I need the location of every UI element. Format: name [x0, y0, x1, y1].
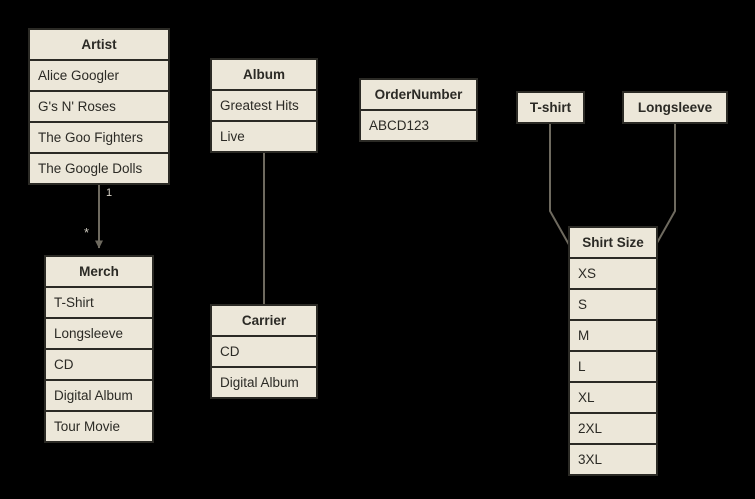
- entity-merch-row[interactable]: Digital Album: [46, 381, 152, 410]
- entity-merch-row[interactable]: Longsleeve: [46, 319, 152, 348]
- entity-carrier[interactable]: Carrier CD Digital Album: [210, 304, 318, 399]
- entity-artist-row[interactable]: The Goo Fighters: [30, 123, 168, 152]
- entity-tshirt[interactable]: T-shirt: [516, 91, 585, 124]
- entity-artist-row[interactable]: G's N' Roses: [30, 92, 168, 121]
- entity-artist-title: Artist: [30, 30, 168, 59]
- entity-artist-row[interactable]: The Google Dolls: [30, 154, 168, 183]
- entity-longsleeve-title: Longsleeve: [624, 93, 726, 122]
- entity-shirt-size-row[interactable]: M: [570, 321, 656, 350]
- entity-shirt-size-row[interactable]: L: [570, 352, 656, 381]
- entity-merch-row[interactable]: T-Shirt: [46, 288, 152, 317]
- entity-carrier-title: Carrier: [212, 306, 316, 335]
- multiplicity-merch-target: *: [84, 225, 90, 240]
- entity-shirt-size[interactable]: Shirt Size XS S M L XL 2XL 3XL: [568, 226, 658, 476]
- entity-album-row[interactable]: Greatest Hits: [212, 91, 316, 120]
- entity-shirt-size-row[interactable]: 3XL: [570, 445, 656, 474]
- entity-merch-title: Merch: [46, 257, 152, 286]
- entity-album-row[interactable]: Live: [212, 122, 316, 151]
- entity-shirt-size-row[interactable]: XS: [570, 259, 656, 288]
- entity-longsleeve[interactable]: Longsleeve: [622, 91, 728, 124]
- entity-merch-row[interactable]: CD: [46, 350, 152, 379]
- entity-artist[interactable]: Artist Alice Googler G's N' Roses The Go…: [28, 28, 170, 185]
- entity-order-number-row[interactable]: ABCD123: [361, 111, 476, 140]
- multiplicity-artist-source: 1: [106, 187, 113, 199]
- entity-order-number-title: OrderNumber: [361, 80, 476, 109]
- entity-album-title: Album: [212, 60, 316, 89]
- entity-album[interactable]: Album Greatest Hits Live: [210, 58, 318, 153]
- entity-shirt-size-title: Shirt Size: [570, 228, 656, 257]
- entity-carrier-row[interactable]: Digital Album: [212, 368, 316, 397]
- entity-shirt-size-row[interactable]: S: [570, 290, 656, 319]
- entity-order-number[interactable]: OrderNumber ABCD123: [359, 78, 478, 142]
- entity-carrier-row[interactable]: CD: [212, 337, 316, 366]
- entity-shirt-size-row[interactable]: 2XL: [570, 414, 656, 443]
- entity-merch-row[interactable]: Tour Movie: [46, 412, 152, 441]
- entity-shirt-size-row[interactable]: XL: [570, 383, 656, 412]
- entity-tshirt-title: T-shirt: [518, 93, 583, 122]
- entity-merch[interactable]: Merch T-Shirt Longsleeve CD Digital Albu…: [44, 255, 154, 443]
- entity-artist-row[interactable]: Alice Googler: [30, 61, 168, 90]
